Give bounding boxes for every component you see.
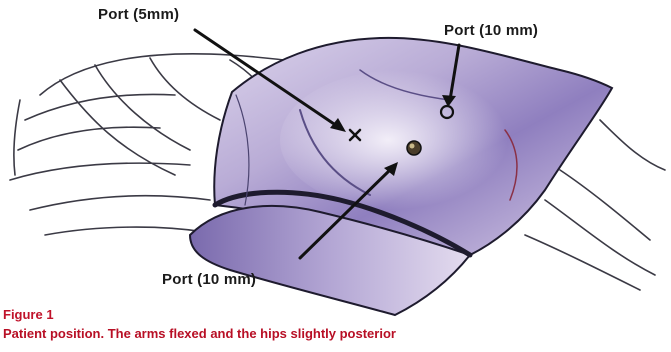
port-5mm-label: Port (5mm): [98, 6, 179, 23]
figure-caption-title: Figure 1: [3, 307, 54, 322]
port-10mm-top-label: Port (10 mm): [444, 22, 538, 39]
port-10mm-bottom-marker: [407, 141, 421, 155]
figure-caption-text: Patient position. The arms flexed and th…: [3, 326, 671, 341]
port-10mm-bottom-label: Port (10 mm): [162, 271, 256, 288]
